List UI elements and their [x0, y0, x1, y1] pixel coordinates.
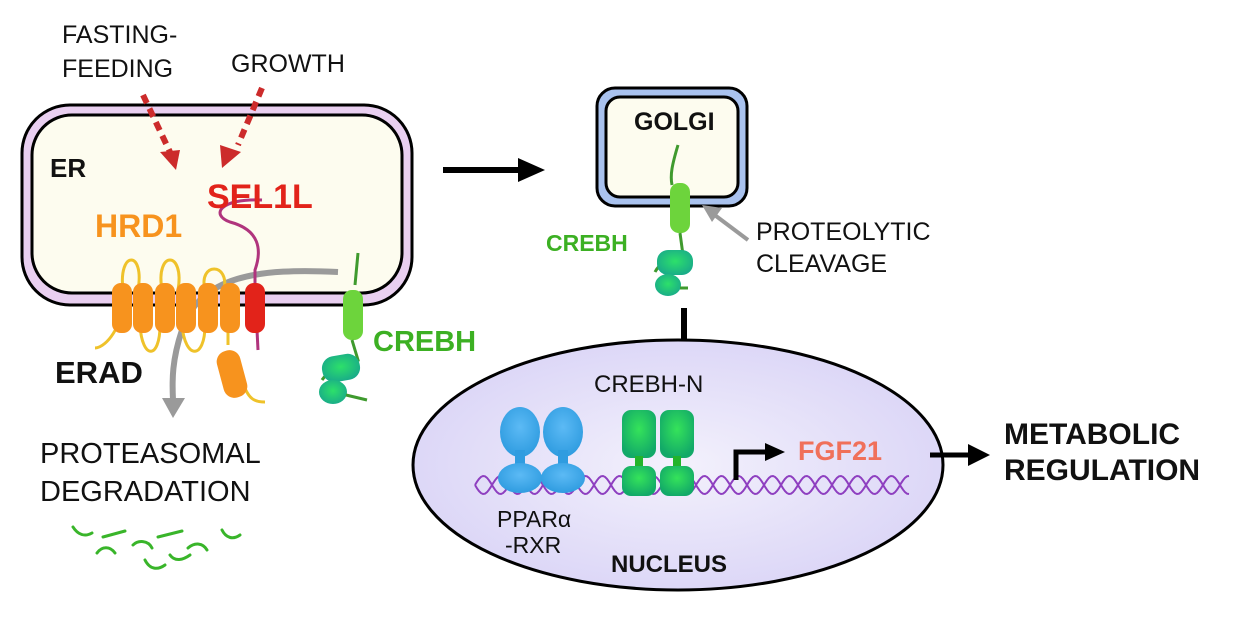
golgi-compartment — [595, 86, 749, 208]
crebh-n-dimer — [622, 410, 694, 496]
er-to-golgi-arrow — [443, 158, 545, 182]
sel1l-protein — [218, 198, 265, 351]
proteolytic-cleavage-label-line1: PROTEOLYTIC — [756, 218, 931, 246]
fgf21-to-metabolic-arrow — [930, 444, 990, 466]
crebh-er-protein — [319, 252, 368, 404]
crebh-golgi-label: CREBH — [546, 230, 628, 256]
proteolytic-cleavage-arrow — [702, 205, 750, 242]
metabolic-regulation-label-line2: REGULATION — [1004, 454, 1201, 487]
growth-arrow — [220, 86, 265, 168]
degraded-peptide-fragments — [71, 525, 242, 570]
er-label: ER — [50, 153, 87, 183]
proteasomal-label-line1: PROTEASOMAL — [40, 438, 261, 470]
ppar-label-line2: -RXR — [505, 532, 562, 558]
ppar-label-line1: PPARα — [497, 506, 572, 532]
transcription-start-arrow — [733, 443, 785, 480]
metabolic-regulation-label-line1: METABOLIC — [1004, 418, 1181, 451]
hrd1-label: HRD1 — [95, 208, 183, 244]
fasting-feeding-label-line1: FASTING- — [62, 21, 178, 49]
fgf21-label: FGF21 — [798, 436, 883, 466]
crebh-golgi-protein — [653, 144, 693, 296]
proteolytic-cleavage-label-line2: CLEAVAGE — [756, 250, 888, 278]
golgi-label: GOLGI — [634, 108, 715, 136]
growth-label: GROWTH — [231, 50, 345, 78]
ppar-rxr-dimer — [498, 407, 585, 493]
fasting-feeding-arrow — [140, 93, 180, 170]
crebh-er-label: CREBH — [373, 326, 477, 358]
nucleus-label: NUCLEUS — [611, 551, 728, 578]
hrd1-transmembrane — [112, 283, 248, 398]
erad-label: ERAD — [55, 355, 143, 390]
sel1l-label: SEL1L — [207, 178, 313, 216]
proteasomal-label-line2: DEGRADATION — [40, 476, 251, 508]
crebh-n-label: CREBH-N — [594, 371, 704, 398]
fasting-feeding-label-line2: FEEDING — [62, 55, 174, 83]
er-compartment — [20, 103, 414, 307]
